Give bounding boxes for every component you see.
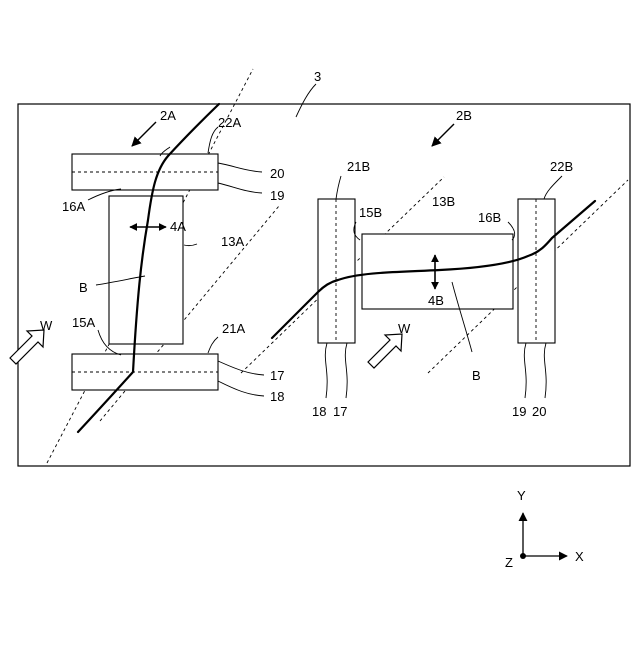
leader-21a bbox=[208, 337, 218, 353]
reference-arrow-2a bbox=[132, 122, 156, 146]
label-electrode-21a: 21A bbox=[222, 321, 245, 336]
label-lead-20-b: 20 bbox=[532, 404, 546, 419]
axis-indicator bbox=[520, 513, 567, 559]
label-axis-y: Y bbox=[517, 488, 526, 503]
reference-arrow-2b bbox=[432, 124, 454, 146]
label-axis-z: Z bbox=[505, 555, 513, 570]
label-substrate: 3 bbox=[314, 69, 321, 84]
label-lead-19-b: 19 bbox=[512, 404, 526, 419]
label-electrode-22a: 22A bbox=[218, 115, 241, 130]
label-actuator-13b: 13B bbox=[432, 194, 455, 209]
leader-22a bbox=[208, 127, 218, 153]
label-electrode-21b: 21B bbox=[347, 159, 370, 174]
leader-13a bbox=[184, 244, 197, 246]
label-actuator-13a: 13A bbox=[221, 234, 244, 249]
label-wind-b: W bbox=[398, 321, 411, 336]
label-unit-a: 2A bbox=[160, 108, 176, 123]
label-joint-16a: 16A bbox=[62, 199, 85, 214]
leader-21b bbox=[336, 176, 341, 199]
label-lead-18-b: 18 bbox=[312, 404, 326, 419]
leader-22b bbox=[544, 176, 562, 199]
lead-wire-20-a bbox=[218, 163, 262, 172]
label-fiber-b: B bbox=[472, 368, 481, 383]
wind-arrow-b-icon bbox=[368, 334, 402, 368]
label-lead-17-a: 17 bbox=[270, 368, 284, 383]
label-axis-x: X bbox=[575, 549, 584, 564]
label-joint-16b: 16B bbox=[478, 210, 501, 225]
lead-wire-18-b bbox=[325, 343, 327, 398]
electrode-22b bbox=[518, 199, 555, 343]
lead-wire-20-b bbox=[544, 343, 546, 398]
label-lead-17-b: 17 bbox=[333, 404, 347, 419]
axis-z-dot bbox=[520, 553, 526, 559]
label-motion-4a: 4A bbox=[170, 219, 186, 234]
unit-b bbox=[272, 124, 595, 398]
label-lead-18-a: 18 bbox=[270, 389, 284, 404]
lead-wire-18-a bbox=[218, 381, 264, 396]
wind-arrow-a-icon bbox=[10, 330, 44, 364]
label-joint-15a: 15A bbox=[72, 315, 95, 330]
lead-wire-19-b bbox=[524, 343, 526, 398]
label-wind-a: W bbox=[40, 318, 53, 333]
lead-wire-17-b bbox=[345, 343, 347, 398]
label-lead-20-a: 20 bbox=[270, 166, 284, 181]
electrode-21b bbox=[318, 199, 355, 343]
label-lead-19-a: 19 bbox=[270, 188, 284, 203]
label-motion-4b: 4B bbox=[428, 293, 444, 308]
unit-a bbox=[72, 104, 264, 432]
label-fiber-a: B bbox=[79, 280, 88, 295]
label-joint-15b: 15B bbox=[359, 205, 382, 220]
label-unit-b: 2B bbox=[456, 108, 472, 123]
lead-wire-19-a bbox=[218, 183, 262, 193]
leader-3 bbox=[296, 84, 316, 117]
label-electrode-22b: 22B bbox=[550, 159, 573, 174]
